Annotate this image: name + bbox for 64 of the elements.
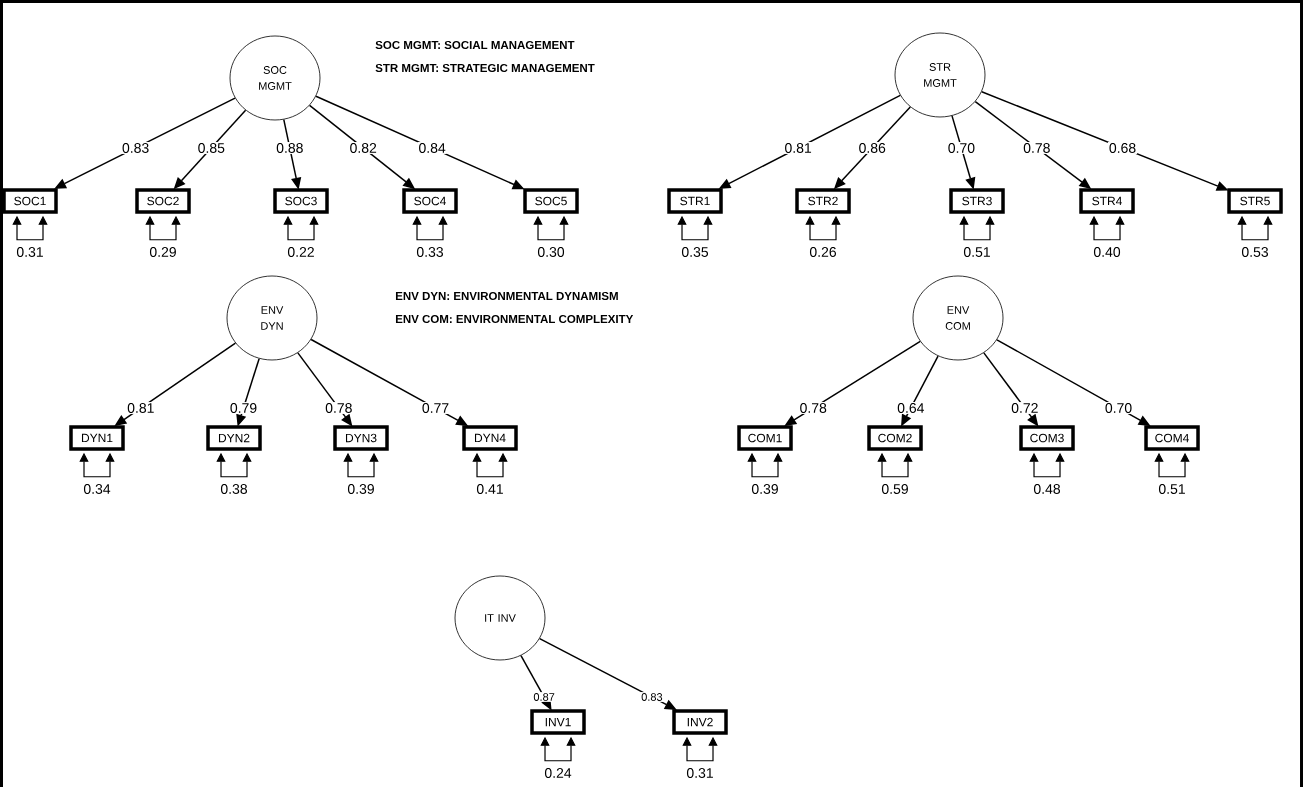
edge-label: 0.70 [946,142,977,154]
edge-label: 0.78 [798,402,828,414]
indicator-box: DYN3 [333,425,389,451]
error-variance: 0.40 [1093,247,1121,257]
edge-label: 0.83 [121,142,151,154]
edge-label: 0.81 [783,142,813,154]
error-variance: 0.24 [544,768,572,778]
error-variance: 0.53 [1241,247,1268,257]
error-variance: 0.48 [1033,484,1061,494]
edge-label: 0.88 [275,142,305,154]
error-variance: 0.34 [83,484,111,494]
edge-label: 0.78 [1022,142,1052,154]
edge-label: 0.86 [857,142,887,154]
error-variance: 0.59 [881,484,908,494]
indicator-box: COM4 [1144,425,1200,451]
indicator-box: STR1 [667,188,723,214]
error-variance: 0.29 [149,247,176,257]
edge-label: 0.83 [640,692,664,702]
error-variance: 0.31 [686,768,713,778]
edge-label: 0.78 [324,402,354,414]
error-variance: 0.22 [287,247,314,257]
note: SOC MGMT: SOCIAL MANAGEMENT [375,40,575,50]
edge-label: 0.68 [1107,142,1138,154]
edge-label: 0.81 [126,402,156,414]
indicator-box: DYN2 [206,425,262,451]
indicator-box: STR4 [1079,188,1135,214]
error-variance: 0.26 [809,247,836,257]
edge-label: 0.72 [1010,402,1040,414]
indicator-box: STR3 [949,188,1005,214]
error-variance: 0.39 [751,484,778,494]
indicator-box: INV2 [672,709,728,735]
error-variance: 0.30 [537,247,565,257]
edge-label: 0.84 [417,142,447,154]
edge-label: 0.77 [420,402,451,414]
error-variance: 0.51 [1158,484,1185,494]
note: ENV DYN: ENVIRONMENTAL DYNAMISM [396,291,618,301]
edge-label: 0.85 [196,142,226,154]
indicator-box: COM1 [737,425,793,451]
indicator-box: SOC5 [523,188,579,214]
error-variance: 0.51 [963,247,990,257]
error-variance: 0.35 [681,247,709,257]
indicator-box: DYN1 [69,425,125,451]
indicator-box: DYN4 [462,425,518,451]
error-variance: 0.38 [220,484,247,494]
indicator-box: SOC1 [2,188,58,214]
edge-label: 0.64 [896,402,926,414]
edge-label: 0.87 [532,692,556,702]
indicator-box: INV1 [530,709,586,735]
indicator-box: SOC3 [273,188,329,214]
indicator-box: COM2 [867,425,923,451]
edge-label: 0.82 [348,142,378,154]
error-variance: 0.39 [347,484,374,494]
note: STR MGMT: STRATEGIC MANAGEMENT [375,63,595,73]
indicator-box: SOC2 [135,188,191,214]
edge-label: 0.70 [1103,402,1134,414]
indicator-box: STR5 [1227,188,1283,214]
indicator-box: COM3 [1019,425,1075,451]
indicator-box: SOC4 [402,188,458,214]
error-variance: 0.41 [476,484,503,494]
error-variance: 0.31 [16,247,43,257]
note: ENV COM: ENVIRONMENTAL COMPLEXITY [396,314,634,324]
error-variance: 0.33 [416,247,443,257]
indicator-box: STR2 [795,188,851,214]
edge-label: 0.79 [228,402,259,414]
